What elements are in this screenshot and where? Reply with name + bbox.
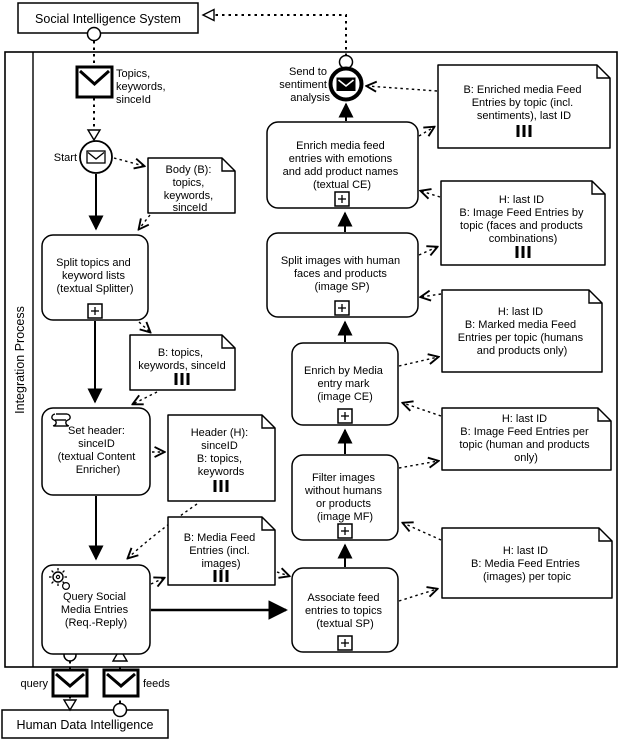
- participant-social-intelligence-system: Social Intelligence System: [17, 2, 199, 42]
- subprocess-plus-icon: [87, 303, 103, 319]
- task-query-social-media: Query Social Media Entries (Req.-Reply): [41, 564, 151, 655]
- multi-instance-icon: [516, 125, 532, 137]
- note-body-text: Body (B): topics, keywords, sinceId: [164, 164, 217, 214]
- note-header-h-text: Header (H): sinceID B: topics, keywords: [191, 427, 252, 478]
- message-query: query: [20, 668, 89, 698]
- message-arrowhead-into-start-icon: [86, 129, 102, 142]
- message-query-label: query: [20, 678, 48, 690]
- task-split-topics: Split topics and keyword lists (textual …: [41, 234, 149, 321]
- lane-label: Integration Process: [13, 306, 27, 414]
- start-event-label: Start: [54, 152, 77, 164]
- task-split-images: Split images with human faces and produc…: [266, 232, 419, 318]
- note-marked-entries-text: H: last ID B: Marked media Feed Entries …: [458, 306, 586, 357]
- multi-instance-icon: [213, 570, 229, 582]
- message-arrowhead-into-sis-icon: [201, 8, 215, 22]
- task-enrich-media-mark: Enrich by Media entry mark (image CE): [291, 342, 399, 426]
- task-enrich-media-mark-label: Enrich by Media entry mark (image CE): [304, 365, 386, 403]
- assoc-split-topics-to-topics-note: [138, 321, 150, 332]
- message-topics: Topics, keywords, sinceId: [75, 65, 169, 106]
- end-event-label: Send to sentiment analysis: [279, 66, 330, 104]
- subprocess-plus-icon: [337, 523, 353, 539]
- message-arrowhead-into-query-task-icon: [111, 647, 129, 662]
- service-gear-icon: [49, 568, 70, 590]
- start-event: Start: [54, 140, 113, 174]
- note-marked-entries: H: last ID B: Marked media Feed Entries …: [441, 289, 603, 373]
- message-feeds: feeds: [102, 668, 170, 698]
- assoc-media-images-note-to-filter: [403, 523, 442, 541]
- script-icon: [51, 413, 71, 427]
- assoc-enrich-mark-to-marked-note: [398, 357, 438, 367]
- task-query-social-media-label: Query Social Media Entries (Req.-Reply): [61, 591, 131, 629]
- assoc-associate-to-media-images-note: [398, 589, 437, 602]
- flow-end-to-sis: [214, 14, 347, 56]
- note-enriched-entries-text: B: Enriched media Feed Entries by topic …: [463, 84, 584, 122]
- message-feeds-label: feeds: [143, 678, 170, 690]
- multi-instance-icon: [213, 480, 229, 492]
- task-associate-feed-label: Associate feed entries to topics (textua…: [305, 592, 385, 630]
- note-body: Body (B): topics, keywords, sinceId: [147, 157, 236, 214]
- note-media-images-per-topic-text: H: last ID B: Media Feed Entries (images…: [471, 545, 583, 583]
- task-filter-images-label: Filter images without humans or products…: [304, 472, 385, 523]
- note-enriched-entries: B: Enriched media Feed Entries by topic …: [437, 64, 611, 149]
- assoc-media-feed-note-to-associate: [276, 572, 289, 576]
- assoc-header-note-to-query: [128, 503, 198, 558]
- assoc-filter-to-image-per-topic-note: [398, 461, 438, 469]
- subprocess-plus-icon: [337, 635, 353, 651]
- multi-instance-icon: [515, 246, 531, 258]
- subprocess-plus-icon: [334, 300, 350, 316]
- task-set-header: Set header: sinceID (textual Content Enr…: [41, 407, 151, 496]
- task-associate-feed: Associate feed entries to topics (textua…: [291, 567, 399, 653]
- note-media-images-per-topic: H: last ID B: Media Feed Entries (images…: [441, 527, 613, 599]
- note-topics-keywords: B: topics, keywords, sinceId: [129, 334, 236, 391]
- multi-instance-icon: [174, 373, 190, 385]
- note-media-feed-text: B: Media Feed Entries (incl. images): [184, 532, 259, 570]
- sequence-flows: [87, 102, 354, 620]
- note-topics-keywords-text: B: topics, keywords, sinceId: [138, 347, 225, 372]
- subprocess-plus-icon: [334, 191, 350, 207]
- hdi-port-icon: [112, 702, 128, 718]
- sis-port-icon: [86, 26, 102, 42]
- task-enrich-emotions: Enrich media feed entries with emotions …: [266, 121, 419, 209]
- participant-hdi-label: Human Data Intelligence: [17, 718, 154, 732]
- participant-sis-label: Social Intelligence System: [35, 12, 181, 26]
- end-message-icon: [336, 77, 356, 91]
- task-split-topics-label: Split topics and keyword lists (textual …: [56, 257, 134, 295]
- message-arrowhead-into-hdi-icon: [62, 699, 78, 712]
- task-set-header-label: Set header: sinceID (textual Content Enr…: [58, 425, 139, 476]
- task-enrich-emotions-label: Enrich media feed entries with emotions …: [283, 140, 402, 191]
- assoc-query-to-media-feed-note: [150, 578, 164, 584]
- task-filter-images: Filter images without humans or products…: [291, 454, 399, 541]
- assoc-image-per-topic-note-to-enrich-mark: [403, 403, 442, 417]
- note-header-h: Header (H): sinceID B: topics, keywords: [167, 414, 276, 502]
- start-message-icon: [86, 150, 106, 164]
- note-image-by-topic-text: H: last ID B: Image Feed Entries by topi…: [459, 194, 586, 245]
- assoc-enriched-note-to-end: [367, 86, 438, 91]
- end-event: Send to sentiment analysis: [279, 66, 364, 104]
- data-associations: [113, 86, 442, 602]
- message-topics-label: Topics, keywords, sinceId: [116, 68, 169, 106]
- participant-human-data-intelligence: Human Data Intelligence: [1, 702, 169, 739]
- note-image-by-topic: H: last ID B: Image Feed Entries by topi…: [440, 180, 606, 266]
- assoc-topics-note-to-set-header: [133, 391, 158, 404]
- subprocess-plus-icon: [337, 408, 353, 424]
- note-image-per-topic: H: last ID B: Image Feed Entries per top…: [441, 407, 612, 471]
- task-split-images-label: Split images with human faces and produc…: [281, 255, 403, 293]
- note-image-per-topic-text: H: last ID B: Image Feed Entries per top…: [459, 413, 592, 464]
- note-media-feed: B: Media Feed Entries (incl. images): [167, 516, 276, 586]
